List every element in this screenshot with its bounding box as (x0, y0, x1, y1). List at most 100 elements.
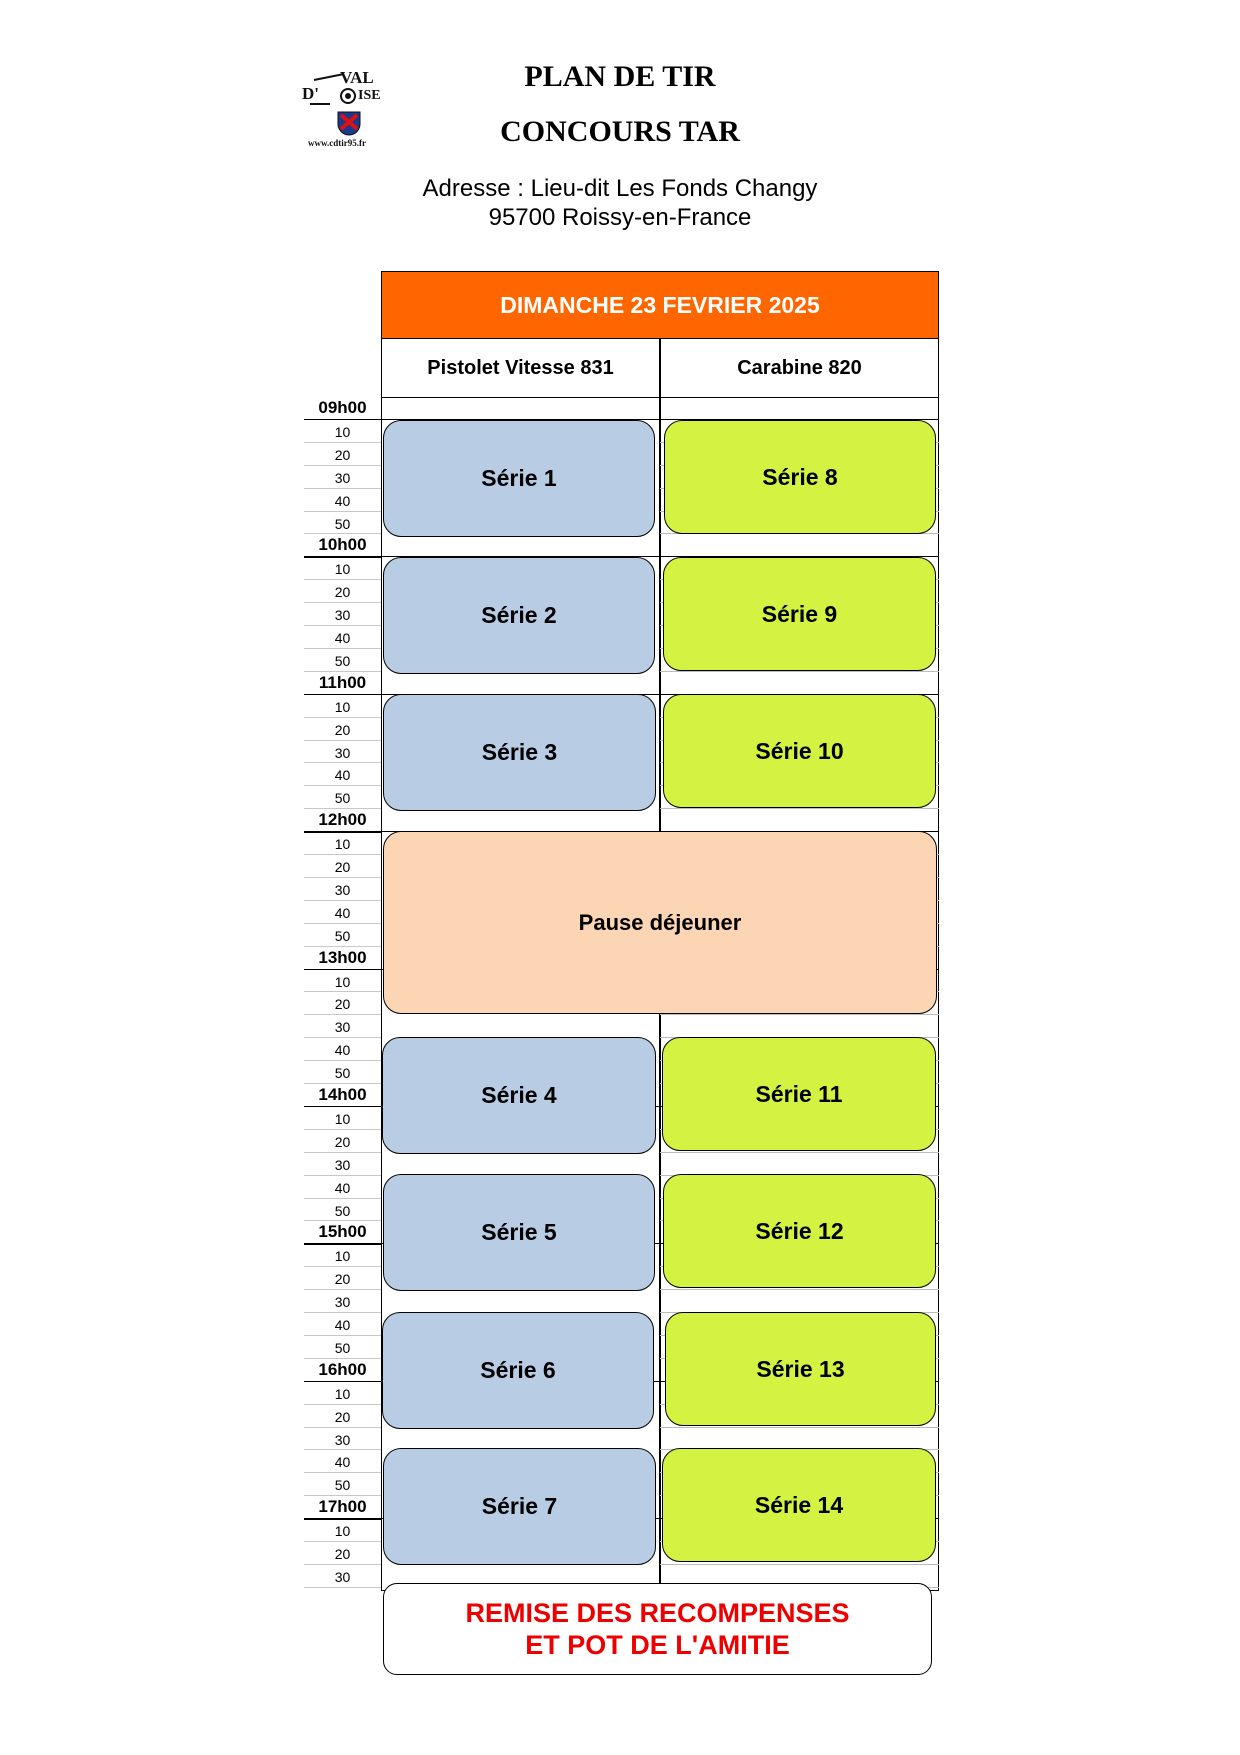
time-label-minute: 10 (334, 423, 351, 440)
minute-tick (304, 1312, 381, 1313)
minute-tick (304, 808, 381, 810)
minute-tick (304, 1495, 381, 1497)
minute-row-line (660, 808, 939, 810)
time-label-minute: 20 (334, 859, 351, 875)
logo-url: www.cdtir95.fr (308, 138, 366, 148)
minute-tick (304, 1060, 381, 1062)
minute-tick (304, 762, 381, 764)
minute-row-line (660, 1289, 939, 1291)
address-line-2: 95700 Roissy-en-France (488, 204, 752, 231)
time-label-minute: 30 (334, 1156, 351, 1173)
hour-row-line (381, 1105, 939, 1107)
minute-tick (304, 1151, 381, 1153)
hour-row-line (381, 418, 939, 420)
minute-tick (304, 945, 381, 947)
time-label-hour: 17h00 (318, 1497, 367, 1517)
time-label-hour: 09h00 (318, 398, 367, 417)
time-label-minute: 30 (334, 1019, 351, 1036)
series-block-carabine: Série 10 (663, 694, 936, 808)
time-label-minute: 20 (334, 1271, 351, 1288)
minute-tick (304, 1128, 381, 1130)
time-label-minute: 10 (334, 1385, 351, 1402)
minute-tick (304, 785, 381, 787)
time-label-minute: 30 (334, 469, 351, 486)
page-title: PLAN DE TIR (524, 60, 716, 93)
column-header-pistol: Pistolet Vitesse 831 (427, 356, 614, 379)
series-block-carabine: Série 14 (662, 1448, 936, 1562)
minute-tick (304, 854, 381, 855)
series-block-pistol: Série 2 (383, 557, 655, 674)
time-label-minute: 40 (334, 904, 351, 921)
minute-tick (304, 533, 381, 535)
time-label-minute: 40 (334, 492, 351, 509)
hour-tick (304, 968, 381, 970)
time-label-minute: 30 (334, 1294, 351, 1311)
minute-tick (304, 1472, 381, 1474)
series-block-pistol: Série 7 (383, 1448, 656, 1565)
minute-tick (304, 1449, 381, 1451)
time-label-minute: 10 (334, 561, 351, 578)
time-label-hour: 15h00 (318, 1222, 367, 1242)
awards-line-1: REMISE DES RECOMPENSES (465, 1598, 850, 1628)
time-label-minute: 20 (334, 1546, 351, 1562)
time-label-minute: 20 (334, 584, 351, 601)
time-label-minute: 50 (334, 1477, 351, 1494)
minute-tick (304, 922, 381, 924)
time-label-minute: 30 (334, 1431, 351, 1448)
hour-row-line (381, 1518, 939, 1520)
time-label-minute: 30 (334, 881, 351, 898)
minute-tick (304, 876, 381, 878)
series-block-pistol: Série 3 (383, 694, 656, 811)
time-label-minute: 10 (334, 1248, 351, 1265)
minute-tick (304, 1266, 381, 1268)
hour-tick (304, 418, 381, 421)
series-block-carabine: Série 12 (663, 1174, 936, 1288)
time-label-minute: 50 (334, 515, 351, 532)
logo-text-val: VAL (340, 68, 374, 87)
time-label-minute: 40 (334, 767, 351, 784)
time-label-minute: 20 (334, 446, 351, 463)
time-label-minute: 10 (334, 973, 351, 990)
time-label-hour: 11h00 (318, 672, 367, 692)
time-label-minute: 50 (334, 927, 351, 944)
minute-tick (304, 1357, 381, 1359)
hour-tick (304, 831, 381, 833)
day-header: DIMANCHE 23 FEVRIER 2025 (381, 271, 939, 339)
time-label-minute: 10 (334, 836, 351, 853)
hour-tick (304, 1380, 381, 1383)
hour-tick (304, 1518, 381, 1520)
time-label-minute: 40 (334, 1042, 351, 1059)
column-header-carabine: Carabine 820 (737, 356, 862, 379)
minute-row-line (660, 670, 939, 672)
minute-tick (304, 487, 381, 489)
time-label-minute: 10 (334, 1523, 351, 1540)
minute-tick (304, 1403, 381, 1405)
hour-tick (304, 1243, 381, 1245)
time-label-minute: 50 (334, 1202, 351, 1219)
series-block-carabine: Série 13 (665, 1312, 936, 1426)
minute-tick (304, 1220, 381, 1222)
time-label-hour: 10h00 (318, 535, 367, 555)
time-label-minute: 50 (334, 1339, 351, 1356)
minute-tick (304, 716, 381, 718)
minute-tick (304, 1426, 381, 1428)
minute-tick (304, 464, 381, 466)
series-block-pistol: Série 5 (383, 1174, 655, 1291)
minute-tick (304, 510, 381, 512)
hour-tick (304, 556, 381, 558)
time-label-minute: 30 (334, 744, 351, 761)
minute-tick (304, 602, 381, 604)
logo-emblem (310, 73, 361, 136)
header-divider (381, 397, 939, 398)
minute-tick (304, 1083, 381, 1084)
time-label-minute: 30 (334, 607, 351, 624)
minute-tick (304, 579, 381, 581)
minute-tick (304, 899, 381, 901)
minute-row-line (660, 1426, 939, 1428)
hour-tick (304, 693, 381, 696)
time-label-minute: 20 (334, 1133, 351, 1150)
time-label-minute: 40 (334, 1317, 351, 1333)
hour-tick (304, 1105, 381, 1108)
time-label-minute: 40 (334, 1179, 351, 1196)
minute-tick (304, 647, 381, 649)
